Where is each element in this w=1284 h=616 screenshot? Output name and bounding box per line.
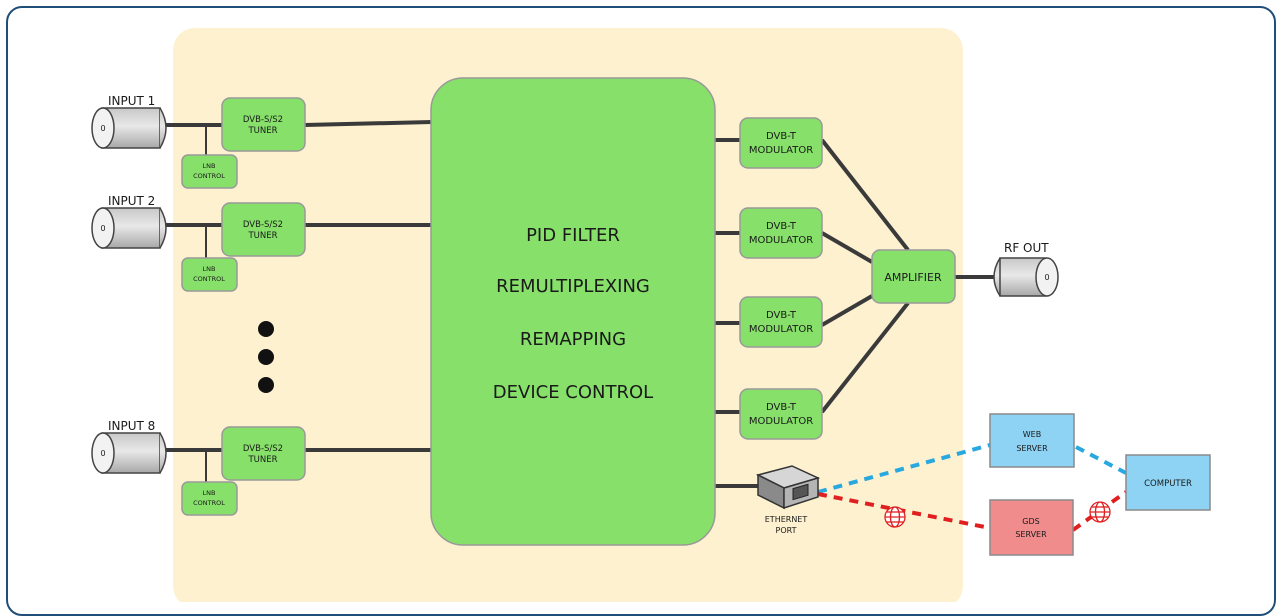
web-server-line-1: WEB [1023, 430, 1041, 439]
lnb-1-line-1: LNB [203, 162, 216, 170]
modulator-4: DVB-T MODULATOR [739, 388, 823, 440]
modulator-2-line-1: DVB-T [766, 221, 797, 232]
web-server-line-2: SERVER [1016, 444, 1048, 453]
tuner-8-line-2: TUNER [247, 455, 277, 465]
tuner-8-line-1: DVB-S/S2 [243, 444, 283, 454]
rf-out-label: RF OUT [1004, 241, 1049, 255]
core-line-device-control: DEVICE CONTROL [493, 382, 653, 403]
modulator-3: DVB-T MODULATOR [739, 296, 823, 348]
connector-input-2: 0 [91, 207, 167, 249]
modulator-4-line-1: DVB-T [766, 402, 797, 413]
block-diagram: 0 0 0 INPUT 1 INPUT 2 INPUT 8 DVB-S/S2 T… [91, 28, 1211, 602]
globe-icon [884, 506, 906, 528]
lnb-8-line-1: LNB [203, 489, 216, 497]
ethernet-line-1: ETHERNET [765, 515, 808, 524]
input-connectors: 0 0 0 [91, 107, 167, 474]
connector-input-1: 0 [91, 107, 167, 149]
modulator-2: DVB-T MODULATOR [739, 207, 823, 259]
amplifier-block: AMPLIFIER [871, 249, 956, 304]
lnb-control-2: LNB CONTROL [181, 257, 238, 292]
tuner-2-line-1: DVB-S/S2 [243, 220, 283, 230]
gds-server-line-1: GDS [1022, 517, 1039, 526]
tuner-1-line-1: DVB-S/S2 [243, 115, 283, 125]
svg-text:0: 0 [100, 124, 105, 133]
ethernet-line-2: PORT [776, 526, 797, 535]
ethernet-port-icon [755, 465, 821, 510]
input-8-label: INPUT 8 [108, 419, 155, 433]
svg-text:0: 0 [100, 224, 105, 233]
core-line-remultiplexing: REMULTIPLEXING [496, 276, 650, 297]
input-2-label: INPUT 2 [108, 194, 155, 208]
globe-icon [1089, 501, 1111, 523]
tuner-1: DVB-S/S2 TUNER [221, 97, 306, 152]
tuner-1-line-2: TUNER [247, 126, 277, 136]
tuner-2-line-2: TUNER [247, 231, 277, 241]
modulator-1: DVB-T MODULATOR [739, 117, 823, 169]
input-1-label: INPUT 1 [108, 94, 155, 108]
lnb-1-line-2: CONTROL [193, 172, 225, 180]
gds-server-box: GDS SERVER [989, 499, 1074, 556]
signal-lines [160, 120, 995, 488]
svg-text:0: 0 [100, 449, 105, 458]
computer-box: COMPUTER [1125, 454, 1211, 511]
modulator-2-line-2: MODULATOR [749, 235, 813, 246]
computer-label: COMPUTER [1144, 479, 1192, 489]
lnb-control-8: LNB CONTROL [181, 481, 238, 516]
lnb-2-line-1: LNB [203, 265, 216, 273]
modulator-1-line-2: MODULATOR [749, 145, 813, 156]
connector-input-8: 0 [91, 432, 167, 474]
core-line-pid-filter: PID FILTER [526, 225, 620, 246]
tuner-2: DVB-S/S2 TUNER [221, 202, 306, 257]
modulator-3-line-1: DVB-T [766, 310, 797, 321]
svg-text:0: 0 [1044, 273, 1049, 282]
modulator-3-line-2: MODULATOR [749, 324, 813, 335]
tuner-8: DVB-S/S2 TUNER [221, 426, 306, 481]
modulator-4-line-2: MODULATOR [749, 416, 813, 427]
modulator-1-line-1: DVB-T [766, 131, 797, 142]
lnb-control-1: LNB CONTROL [181, 154, 238, 189]
rf-out-connector: 0 [993, 257, 1059, 297]
lnb-2-line-2: CONTROL [193, 275, 225, 283]
web-server-box: WEB SERVER [989, 413, 1075, 468]
gds-server-line-2: SERVER [1015, 530, 1047, 539]
core-processing-block: PID FILTER REMULTIPLEXING REMAPPING DEVI… [430, 77, 716, 546]
lnb-8-line-2: CONTROL [193, 499, 225, 507]
amplifier-label: AMPLIFIER [884, 271, 942, 284]
more-inputs-dots [258, 321, 274, 393]
core-line-remapping: REMAPPING [520, 329, 626, 350]
